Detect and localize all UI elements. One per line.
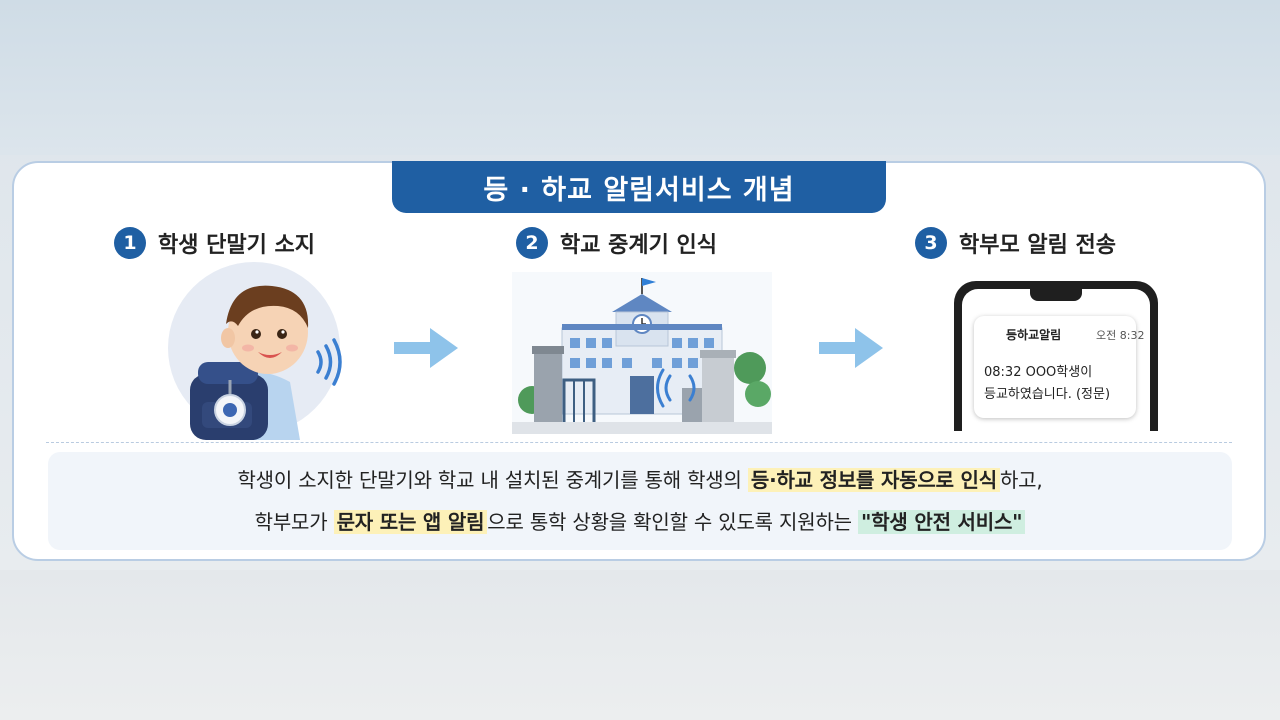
notification-app-name: 등하교알림 [1006, 328, 1062, 342]
arrow-right-icon [819, 328, 883, 368]
section-divider [46, 442, 1232, 443]
background-top [0, 0, 1280, 155]
step-3: 3 학부모 알림 전송 [915, 226, 1116, 260]
highlight-notification-method: 문자 또는 앱 알림 [333, 510, 488, 534]
notification-card [974, 316, 1136, 418]
notification-time: 오전 8:32 [1096, 329, 1145, 342]
description-text: 하고, [999, 468, 1043, 492]
step-2-number: 2 [516, 227, 548, 259]
student-with-device-illustration [168, 262, 342, 440]
step-1-label: 학생 단말기 소지 [158, 233, 315, 258]
notification-message-line1: 08:32 OOO학생이 [984, 365, 1093, 380]
description-text: 학부모가 [254, 510, 334, 534]
step-3-number: 3 [915, 227, 947, 259]
step-1: 1 학생 단말기 소지 [114, 226, 315, 260]
phone-notch [1030, 289, 1082, 301]
step-2-label: 학교 중계기 인식 [560, 233, 717, 258]
description-box: 학생이 소지한 단말기와 학교 내 설치된 중계기를 통해 학생의 등·하교 정… [48, 452, 1232, 550]
description-text: 학생이 소지한 단말기와 학교 내 설치된 중계기를 통해 학생의 [237, 468, 748, 492]
arrow-right-icon [394, 328, 458, 368]
step-2: 2 학교 중계기 인식 [516, 226, 717, 260]
step-3-label: 학부모 알림 전송 [959, 233, 1116, 258]
highlight-auto-recognition: 등·하교 정보를 자동으로 인식 [747, 468, 1000, 492]
step-1-number: 1 [114, 227, 146, 259]
background-bottom [0, 570, 1280, 720]
description-text: 으로 통학 상황을 확인할 수 있도록 지원하는 [487, 510, 858, 534]
description-line-1: 학생이 소지한 단말기와 학교 내 설치된 중계기를 통해 학생의 등·하교 정… [48, 464, 1232, 493]
notification-message-line2: 등교하였습니다. (정문) [984, 387, 1111, 402]
diagram-title: 등 · 하교 알림서비스 개념 [392, 161, 886, 213]
school-with-repeater-illustration [512, 272, 772, 434]
highlight-service-name: "학생 안전 서비스" [858, 510, 1026, 534]
